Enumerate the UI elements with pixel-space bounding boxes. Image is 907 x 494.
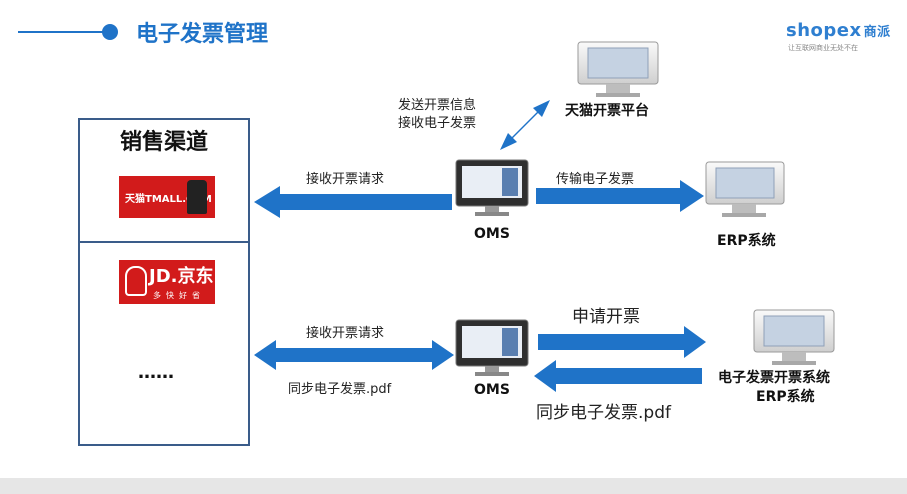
platform-msg-line2: 接收电子发票 — [398, 116, 477, 131]
sync-pdf-right-label: 同步电子发票.pdf — [536, 403, 671, 423]
jd-logo-main: JD.京东 — [149, 266, 214, 287]
tmall-platform-label: 天猫开票平台 — [565, 103, 649, 119]
tmall-logo: 天猫TMALL.COM — [119, 176, 215, 218]
logo-brand: shopex — [786, 20, 862, 41]
apply-invoice-label: 申请开票 — [572, 307, 640, 327]
jd-dog-icon — [125, 266, 147, 296]
erp-bottom-label: ERP系统 — [756, 389, 815, 405]
channels-title: 销售渠道 — [119, 130, 208, 155]
oms-bottom-monitor-icon — [455, 319, 529, 376]
tmall-platform-monitor-icon — [577, 41, 659, 97]
tmall-logo-text: 天猫TMALL.COM — [125, 194, 212, 205]
arrow-oms-to-channels — [254, 186, 452, 218]
jd-logo-slogan: 多快好省 — [153, 291, 205, 300]
transfer-invoice-label: 传输电子发票 — [556, 172, 635, 187]
channels-divider — [80, 241, 248, 243]
arrow-oms-tmall-platform — [500, 100, 550, 150]
logo-tagline: 让互联网商业无处不在 — [788, 44, 858, 52]
top-receive-request-label: 接收开票请求 — [306, 172, 385, 187]
title-rule — [18, 31, 104, 33]
tmall-cat-icon — [187, 180, 207, 214]
arrow-oms-to-erp — [536, 180, 704, 212]
bottom-receive-request-label: 接收开票请求 — [306, 326, 385, 341]
oms-top-monitor-icon — [455, 159, 529, 216]
logo-brand-cn: 商派 — [863, 25, 891, 40]
erp-top-monitor-icon — [705, 161, 785, 217]
page-title: 电子发票管理 — [136, 22, 269, 47]
sync-pdf-left-label: 同步电子发票.pdf — [288, 382, 392, 397]
arrow-channels-oms-bidirectional — [254, 340, 454, 370]
more-channels-ellipsis: …… — [138, 362, 174, 383]
footer-band — [0, 478, 907, 494]
einvoice-system-monitor-icon — [753, 309, 835, 365]
sales-channels-box — [78, 118, 250, 446]
title-bullet-icon — [102, 24, 118, 40]
arrow-oms-to-einvoice-system — [538, 326, 706, 358]
jd-logo: JD.京东 多快好省 — [119, 260, 215, 304]
oms-bottom-label: OMS — [474, 382, 510, 398]
oms-top-label: OMS — [474, 226, 510, 242]
platform-msg-line1: 发送开票信息 — [398, 98, 477, 113]
arrow-einvoice-system-to-oms — [534, 360, 702, 392]
einvoice-system-label: 电子发票开票系统 — [718, 370, 830, 386]
erp-top-label: ERP系统 — [717, 233, 776, 249]
